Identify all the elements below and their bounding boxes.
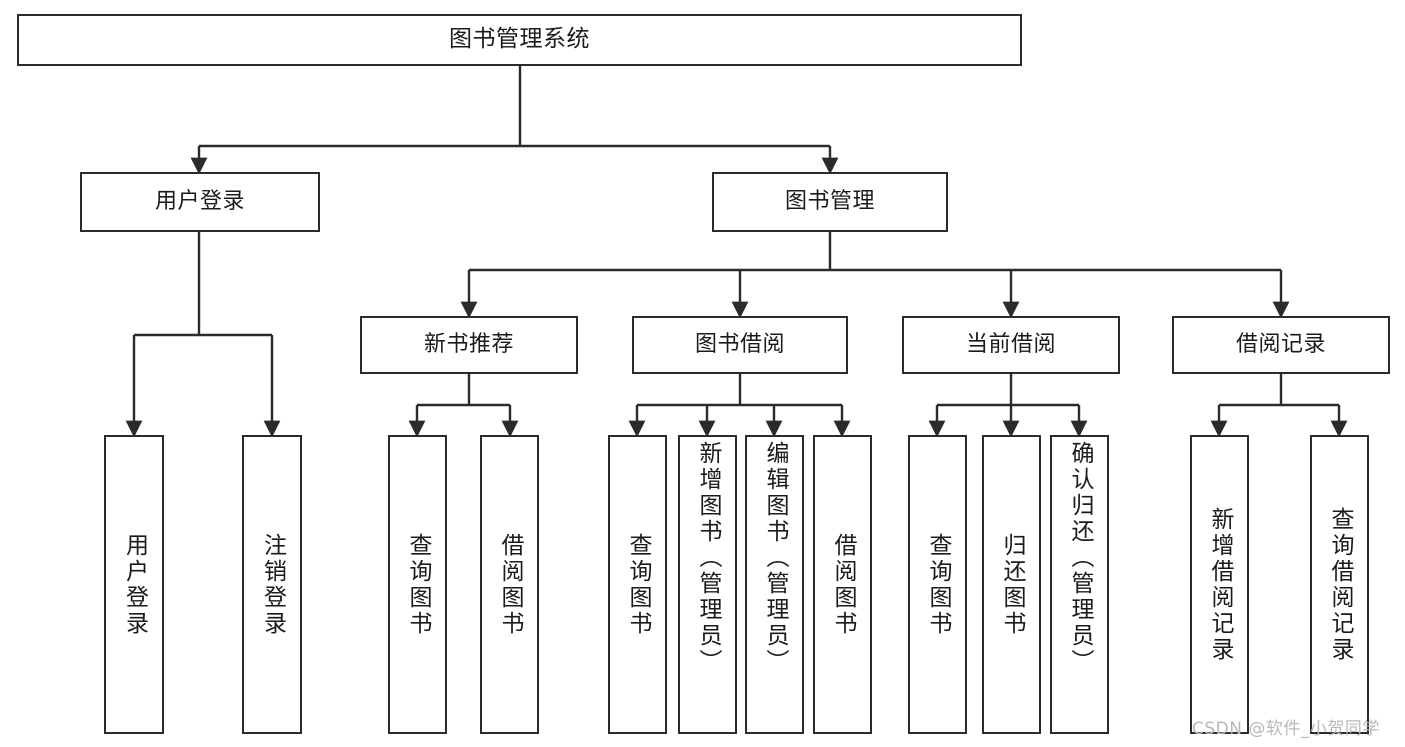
node-leaf-edit-book[interactable]: 编辑图书（管理员） [745, 435, 804, 734]
node-label: 用户登录 [154, 188, 245, 214]
node-leaf-confirm-return[interactable]: 确认归还（管理员） [1050, 435, 1109, 734]
node-label: 查询借阅记录 [1327, 506, 1353, 663]
node-leaf-query-book-recommend[interactable]: 查询图书 [388, 435, 447, 734]
node-label: 借阅图书 [830, 532, 856, 637]
node-label: 编辑图书（管理员） [762, 441, 788, 675]
node-label: 图书借阅 [694, 331, 785, 357]
node-label: 借阅图书 [497, 532, 523, 637]
node-label: 图书管理系统 [449, 26, 590, 53]
node-leaf-logout[interactable]: 注销登录 [242, 435, 302, 734]
node-label: 注销登录 [259, 532, 286, 637]
node-label: 新增图书（管理员） [695, 441, 721, 675]
node-borrow-record[interactable]: 借阅记录 [1172, 316, 1390, 374]
node-label: 查询图书 [925, 532, 951, 637]
node-current-borrow[interactable]: 当前借阅 [902, 316, 1120, 374]
node-new-book-recommend[interactable]: 新书推荐 [360, 316, 578, 374]
node-leaf-user-login[interactable]: 用户登录 [104, 435, 164, 734]
node-label: 查询图书 [625, 532, 651, 637]
node-leaf-return-book[interactable]: 归还图书 [982, 435, 1041, 734]
node-label: 当前借阅 [965, 331, 1056, 357]
node-leaf-query-borrow-record[interactable]: 查询借阅记录 [1310, 435, 1369, 734]
node-leaf-query-book-borrow[interactable]: 查询图书 [608, 435, 667, 734]
node-leaf-add-book[interactable]: 新增图书（管理员） [678, 435, 737, 734]
node-leaf-borrow-book-recommend[interactable]: 借阅图书 [480, 435, 539, 734]
node-label: 新书推荐 [423, 331, 514, 357]
node-label: 新增借阅记录 [1207, 506, 1233, 663]
node-book-manage[interactable]: 图书管理 [712, 172, 948, 232]
node-leaf-query-book-current[interactable]: 查询图书 [908, 435, 967, 734]
node-label: 查询图书 [405, 532, 431, 637]
node-label: 用户登录 [121, 532, 148, 637]
node-leaf-borrow-book[interactable]: 借阅图书 [813, 435, 872, 734]
node-label: 确认归还（管理员） [1067, 441, 1093, 675]
node-root-system[interactable]: 图书管理系统 [17, 14, 1022, 66]
node-book-borrow[interactable]: 图书借阅 [632, 316, 848, 374]
node-label: 归还图书 [999, 532, 1025, 637]
node-leaf-add-borrow-record[interactable]: 新增借阅记录 [1190, 435, 1249, 734]
node-label: 图书管理 [784, 188, 875, 214]
node-label: 借阅记录 [1235, 331, 1326, 357]
node-user-login[interactable]: 用户登录 [80, 172, 320, 232]
